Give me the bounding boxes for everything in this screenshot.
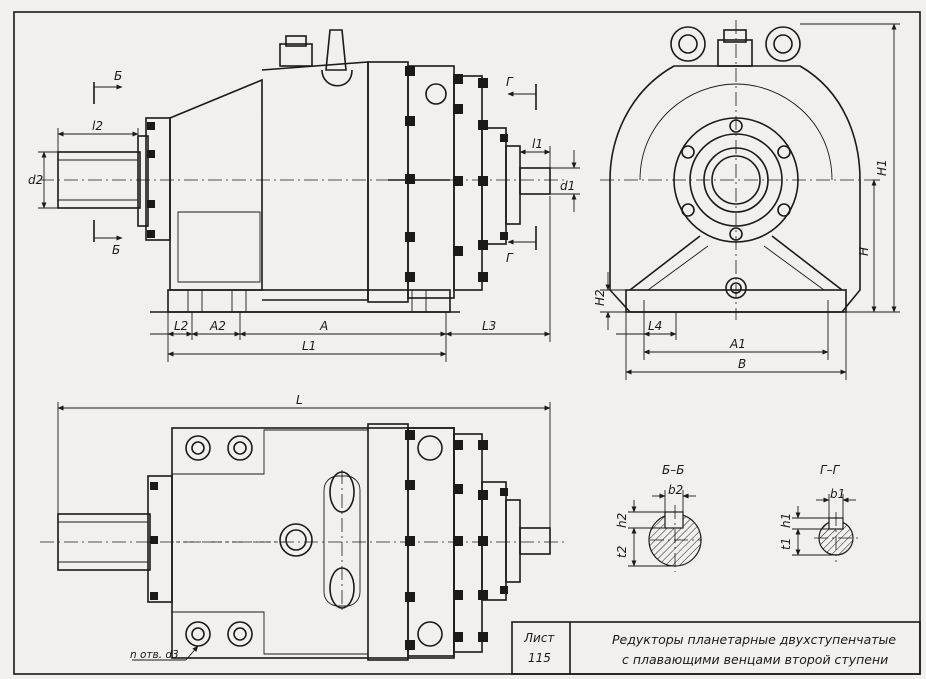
dim-h2: h2 bbox=[615, 513, 629, 528]
title-line-1: Редукторы планетарные двухступенчатые bbox=[612, 632, 896, 647]
section-mark-b-bottom: Б bbox=[112, 243, 120, 257]
title-line-2: с плавающими венцами второй ступени bbox=[622, 652, 888, 667]
dim-B: B bbox=[738, 357, 746, 371]
section-mark-g-bottom: Г bbox=[506, 251, 514, 265]
dim-L: L bbox=[296, 393, 303, 407]
dim-A1: A1 bbox=[729, 337, 746, 351]
section-title-bb: Б–Б bbox=[662, 463, 684, 477]
dim-l1: l1 bbox=[532, 137, 543, 151]
dim-L1: L1 bbox=[302, 339, 316, 353]
section-bb: Б–Б b2 h2 t2 bbox=[615, 463, 702, 572]
dim-b2: b2 bbox=[668, 483, 683, 497]
section-gg: Г–Г b1 h1 t1 bbox=[779, 463, 858, 562]
title-block: Лист 115 Редукторы планетарные двухступе… bbox=[511, 621, 921, 675]
ring-bolts-plan bbox=[150, 430, 508, 650]
dim-H1: H1 bbox=[875, 159, 889, 176]
dim-A2: A2 bbox=[209, 319, 226, 333]
dim-t2: t2 bbox=[615, 546, 629, 558]
dim-d1: d1 bbox=[560, 179, 575, 193]
dim-H: H bbox=[857, 247, 871, 256]
sheet-word: Лист bbox=[523, 631, 555, 645]
dim-b1: b1 bbox=[830, 487, 845, 501]
plan-view: L bbox=[40, 393, 565, 661]
ring-bolts-front bbox=[147, 66, 508, 282]
section-mark-g-top: Г bbox=[506, 75, 514, 89]
dim-H2: H2 bbox=[593, 289, 607, 306]
dim-holes: n отв. d3 bbox=[130, 649, 179, 661]
section-mark-b-top: Б bbox=[114, 69, 122, 83]
dim-L4: L4 bbox=[648, 319, 662, 333]
front-view: Б Б Г Г l2 d2 l1 d1 bbox=[28, 29, 580, 362]
dim-L3: L3 bbox=[482, 319, 496, 333]
sheet-number: 115 bbox=[528, 651, 551, 665]
dim-L2: L2 bbox=[174, 319, 188, 333]
sheet-frame bbox=[13, 11, 921, 675]
side-view: H1 H H2 L4 A1 B bbox=[593, 20, 900, 380]
dim-t1: t1 bbox=[779, 538, 793, 550]
section-title-gg: Г–Г bbox=[820, 463, 841, 477]
dim-A: A bbox=[319, 319, 328, 333]
dim-l2: l2 bbox=[92, 119, 103, 133]
dim-h1: h1 bbox=[779, 513, 793, 528]
dim-d2: d2 bbox=[28, 173, 43, 187]
